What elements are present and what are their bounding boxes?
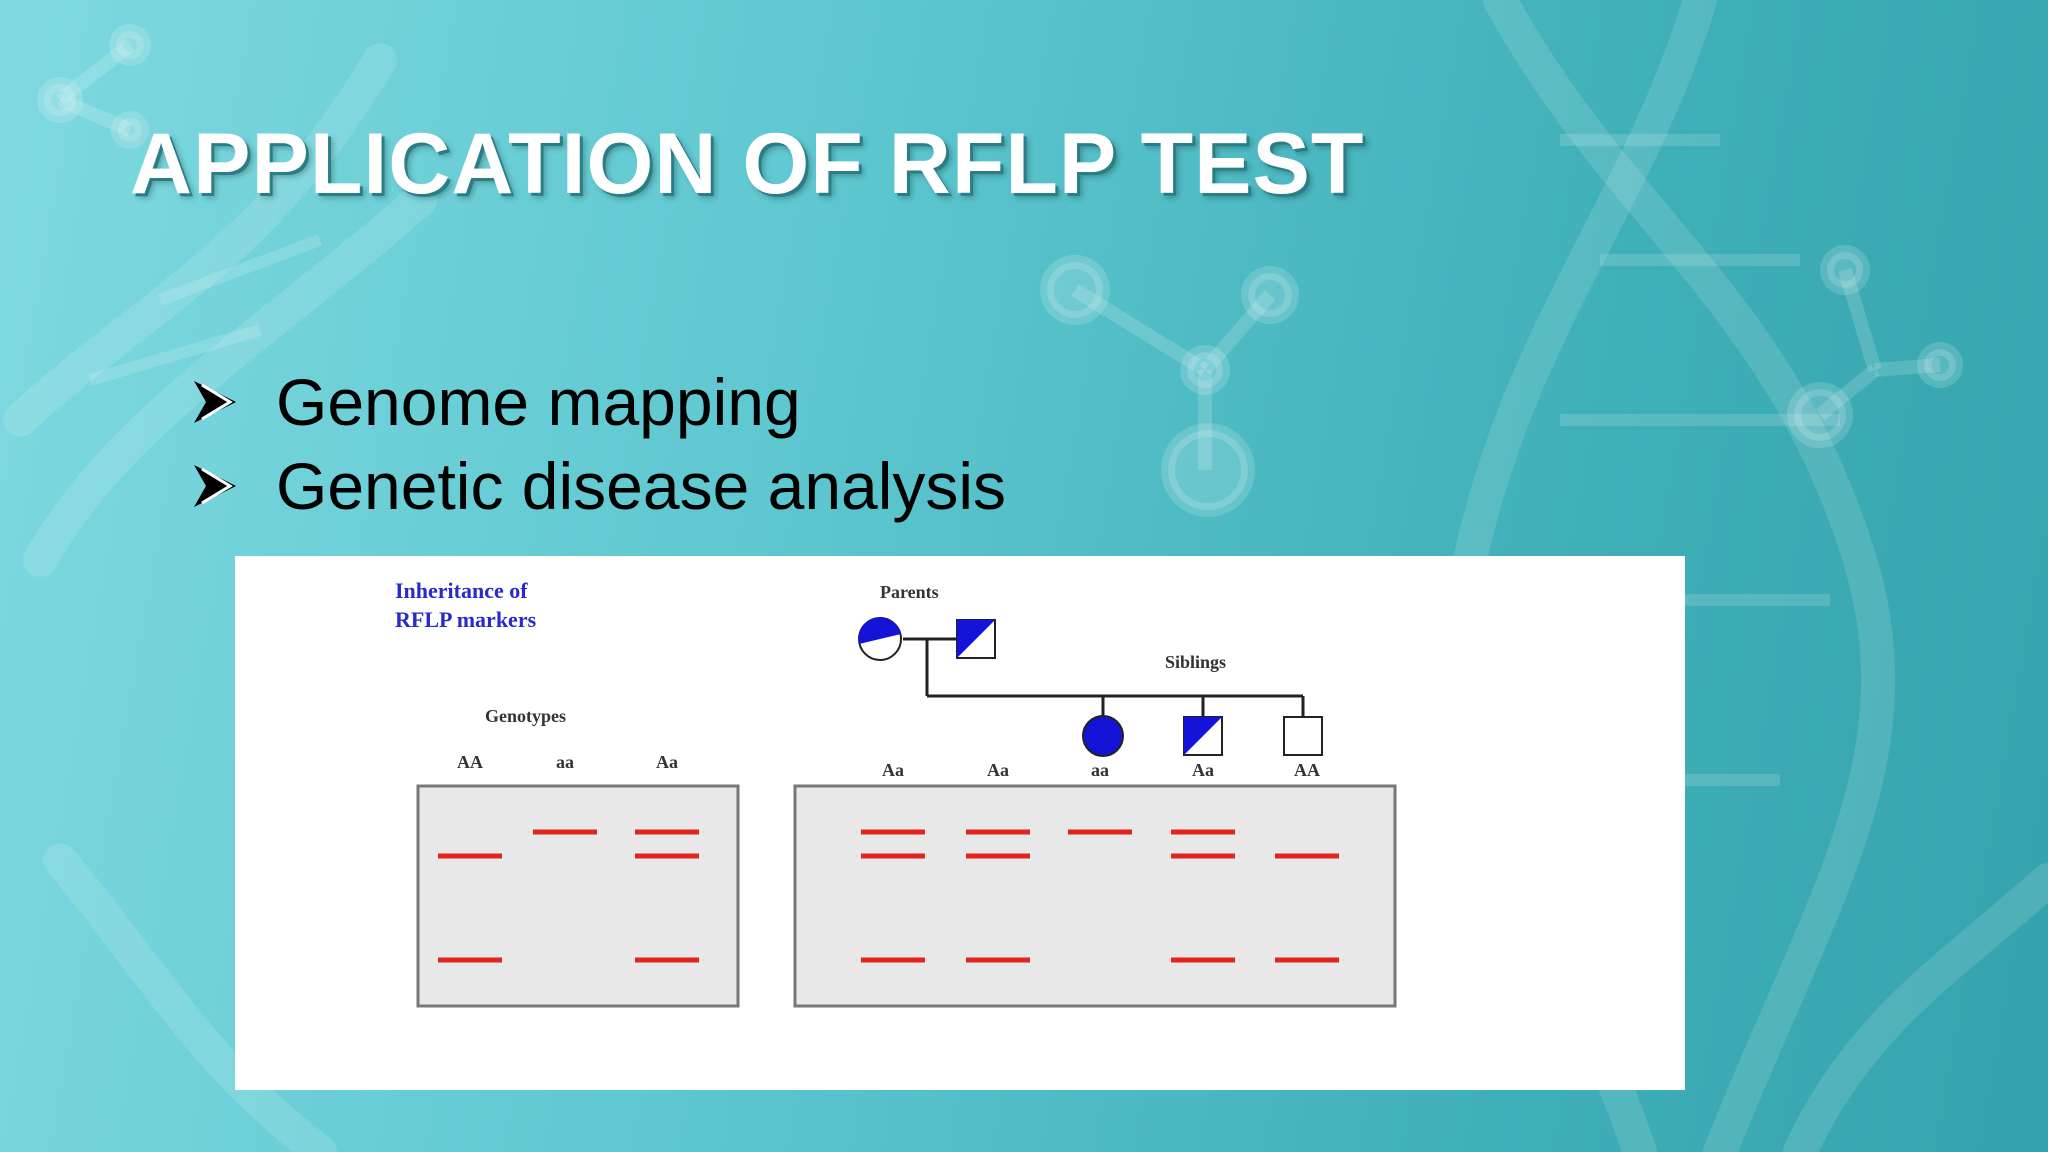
lane-label: aa xyxy=(556,752,574,772)
bullet-text: Genetic disease analysis xyxy=(276,449,1007,523)
arrow-bullet-icon xyxy=(194,381,236,423)
bullet-item: Genetic disease analysis xyxy=(190,444,1006,528)
lane-label: Aa xyxy=(656,752,678,772)
parent-female-symbol xyxy=(858,617,902,661)
siblings-label: Siblings xyxy=(1165,652,1226,672)
siblings-gel xyxy=(793,784,1397,1008)
sibling-unaffected-male-symbol xyxy=(1283,716,1323,756)
bullet-list: Genome mapping Genetic disease analysis xyxy=(190,360,1006,528)
pedigree-lines xyxy=(903,637,1305,716)
lane-label: Aa xyxy=(882,760,904,780)
gel-bands xyxy=(438,829,1339,963)
parent-male-symbol xyxy=(956,619,996,659)
sibling-carrier-male-symbol xyxy=(1183,716,1223,756)
slide-title: APPLICATION OF RFLP TEST xyxy=(130,116,1365,212)
lane-label: Aa xyxy=(987,760,1009,780)
rflp-inheritance-figure: Inheritance of RFLP markers Genotypes Pa… xyxy=(235,556,1685,1090)
left-lane-labels: AA aa Aa xyxy=(457,752,678,772)
bullet-text: Genome mapping xyxy=(276,365,801,439)
bullet-item: Genome mapping xyxy=(190,360,1006,444)
figure-caption-line1: Inheritance of xyxy=(395,578,528,603)
genotypes-gel xyxy=(416,784,740,1008)
arrow-bullet-icon xyxy=(194,465,236,507)
lane-label: aa xyxy=(1091,760,1109,780)
lane-label: AA xyxy=(1294,760,1320,780)
parents-label: Parents xyxy=(880,582,939,602)
sibling-affected-female-symbol xyxy=(1082,715,1124,757)
lane-label: Aa xyxy=(1192,760,1214,780)
genotypes-label: Genotypes xyxy=(485,706,566,726)
right-lane-labels: Aa Aa aa Aa AA xyxy=(882,760,1320,780)
lane-label: AA xyxy=(457,752,483,772)
figure-caption-line2: RFLP markers xyxy=(395,607,537,632)
